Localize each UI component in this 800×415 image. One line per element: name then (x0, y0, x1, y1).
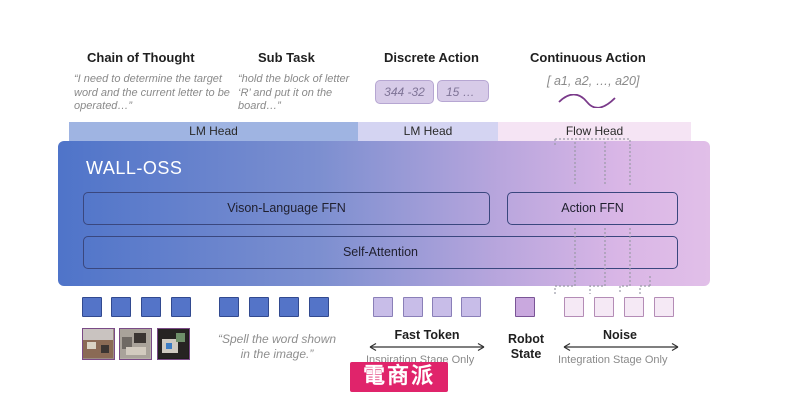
lm-head-2: LM Head (358, 122, 498, 141)
continuous-formula: [ a1, a2, …, a20] (547, 74, 640, 88)
model-title: WALL-OSS (86, 158, 183, 178)
robot-state-label: Robot State (507, 332, 545, 361)
watermark-logo: 電商派 (350, 362, 448, 392)
lm-head-1: LM Head (69, 122, 358, 141)
image-token (141, 297, 161, 317)
noise-label: Noise (602, 328, 638, 342)
noise-arrow (563, 342, 679, 352)
header-sub-task: Sub Task (258, 50, 315, 65)
fast-token (432, 297, 452, 317)
camera-image-2 (119, 328, 152, 360)
noise-token (624, 297, 644, 317)
flow-head: Flow Head (498, 122, 691, 141)
text-token (249, 297, 269, 317)
header-discrete-action: Discrete Action (384, 50, 479, 65)
fast-token-label: Fast Token (394, 328, 460, 342)
text-token (279, 297, 299, 317)
fast-token-arrow (369, 342, 485, 352)
action-ffn: Action FFN (507, 192, 678, 225)
wave-icon (558, 94, 616, 108)
text-token (309, 297, 329, 317)
vision-language-ffn: Vison-Language FFN (83, 192, 490, 225)
self-attention: Self-Attention (83, 236, 678, 269)
image-token (171, 297, 191, 317)
integration-stage-only: Integration Stage Only (558, 354, 668, 366)
noise-token (564, 297, 584, 317)
discrete-chip-2: 15 … (437, 80, 489, 102)
text-token (219, 297, 239, 317)
noise-token (654, 297, 674, 317)
fast-token (373, 297, 393, 317)
fast-token (403, 297, 423, 317)
instruction-prompt: “Spell the word shown in the image.” (217, 332, 337, 361)
discrete-chip-1: 344 -32 (375, 80, 434, 104)
quote-sub-task: “hold the block of letter ‘R’ and put it… (238, 73, 350, 112)
image-token (82, 297, 102, 317)
fast-token (461, 297, 481, 317)
image-token (111, 297, 131, 317)
quote-chain-of-thought: “I need to determine the target word and… (74, 73, 230, 112)
camera-image-1 (82, 328, 115, 360)
wall-oss-block: WALL-OSS Vison-Language FFN Action FFN S… (58, 141, 710, 286)
header-continuous-action: Continuous Action (530, 50, 646, 65)
noise-token (594, 297, 614, 317)
dotted-routing-lines (554, 138, 651, 294)
robot-state-token (515, 297, 535, 317)
camera-image-3 (157, 328, 190, 360)
watermark-text: 電商派 (362, 364, 435, 389)
header-chain-of-thought: Chain of Thought (87, 50, 195, 65)
